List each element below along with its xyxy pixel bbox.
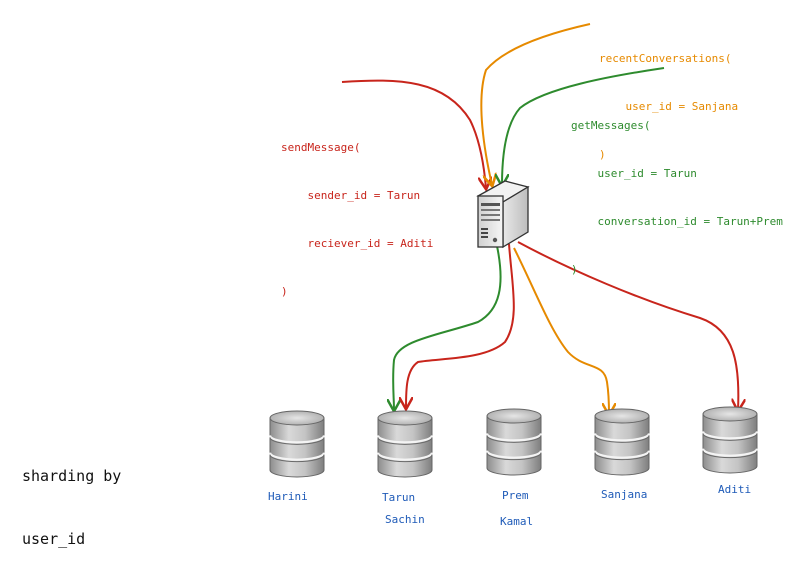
send-message-line4: ) xyxy=(281,285,288,298)
server-icon xyxy=(476,180,530,249)
get-messages-line1: getMessages( xyxy=(571,119,651,132)
recent-conversations-call: recentConversations( user_id = Sanjana ) xyxy=(599,19,738,179)
side-note-line2: user_id xyxy=(22,530,86,548)
recent-conversations-line3: ) xyxy=(599,148,606,161)
shard-label-prem: Prem xyxy=(502,489,529,502)
shard-label-harini: Harini xyxy=(268,490,308,503)
recent-conversations-line2: user_id = Sanjana xyxy=(599,100,739,113)
send-message-line2: sender_id = Tarun xyxy=(281,189,421,202)
database-icon-prem-kamal xyxy=(485,408,543,476)
get-messages-line2: user_id = Tarun xyxy=(571,167,697,180)
shard-label-aditi: Aditi xyxy=(718,483,752,496)
database-icon-sanjana xyxy=(593,408,651,476)
get-messages-line4: ) xyxy=(571,263,578,276)
server-to-tarun-green-arrow xyxy=(393,245,502,410)
shard-label-tarun: Tarun xyxy=(382,491,416,504)
database-group xyxy=(268,406,759,478)
send-message-arrow xyxy=(341,79,486,188)
server-to-sanjana-arrow xyxy=(513,247,609,414)
database-icon-harini xyxy=(268,410,326,478)
shard-label-kamal: Kamal xyxy=(500,515,534,528)
recent-conversations-line1: recentConversations( xyxy=(599,52,732,65)
server-to-tarun-red-arrow xyxy=(406,243,515,408)
diagram-canvas xyxy=(268,23,759,478)
get-messages-line3: conversation_id = Tarun+Prem xyxy=(571,215,783,228)
shard-label-sanjana: Sanjana xyxy=(601,488,648,501)
recent-conversations-arrow xyxy=(480,23,591,185)
shard-label-sachin: Sachin xyxy=(385,513,425,526)
send-message-call: sendMessage( sender_id = Tarun reciever_… xyxy=(281,108,433,316)
side-note: sharding by user_id xyxy=(22,424,121,571)
send-message-line3: reciever_id = Aditi xyxy=(281,237,434,250)
get-messages-arrow xyxy=(502,67,665,185)
side-note-line1: sharding by xyxy=(22,467,122,485)
send-message-line1: sendMessage( xyxy=(281,141,361,154)
server-to-aditi-arrow xyxy=(517,241,738,410)
database-icon-tarun-sachin xyxy=(376,410,434,478)
get-messages-call: getMessages( user_id = Tarun conversatio… xyxy=(571,86,783,294)
database-icon-aditi xyxy=(701,406,759,474)
